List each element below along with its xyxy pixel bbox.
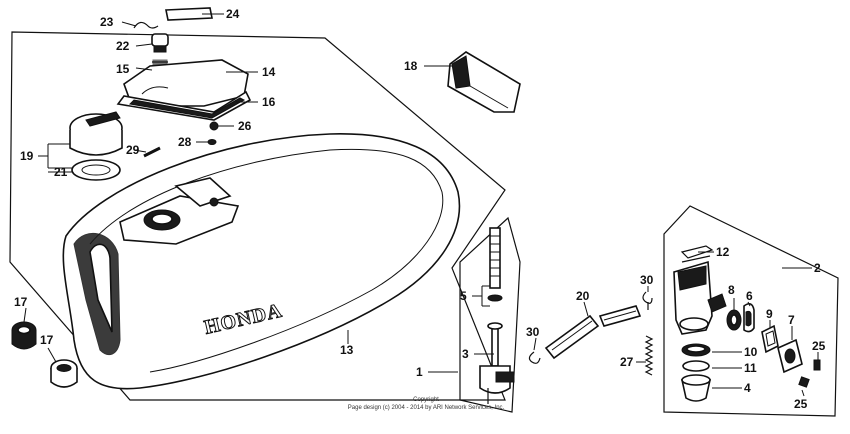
valve-group-outline <box>663 205 839 417</box>
callout-3: 3 <box>462 347 469 361</box>
part-4-fuel-cup[interactable] <box>681 374 711 402</box>
callout-15: 15 <box>116 62 130 76</box>
callout-5: 5 <box>460 289 467 303</box>
part-30-hose-clip-left[interactable] <box>528 351 541 364</box>
callout-20: 20 <box>576 289 590 303</box>
part-22-breather-cap[interactable] <box>151 33 169 53</box>
callout-10: 10 <box>744 345 758 359</box>
part-30-hose-clip-right[interactable] <box>642 291 653 310</box>
part-6-lever[interactable] <box>743 302 755 333</box>
callout-28: 28 <box>178 135 192 149</box>
part-25-screw-lower[interactable] <box>798 376 810 388</box>
callout-2: 2 <box>814 261 821 275</box>
part-21-cap-gasket[interactable] <box>71 159 121 181</box>
part-10-o-ring[interactable] <box>681 343 711 357</box>
callout-25-lower: 25 <box>794 397 808 411</box>
callout-26: 26 <box>238 119 252 133</box>
callout-7: 7 <box>788 313 795 327</box>
part-20-fuel-tube[interactable] <box>544 305 642 360</box>
part-24-label-sticker[interactable] <box>165 7 213 21</box>
callout-14: 14 <box>262 65 276 79</box>
callout-29: 29 <box>126 143 140 157</box>
callout-16: 16 <box>262 95 276 109</box>
part-7-plate[interactable] <box>777 338 803 374</box>
callout-labels: 24 23 22 15 14 16 18 26 28 29 19 21 17 1… <box>14 7 826 411</box>
part-23-clip[interactable] <box>133 21 159 29</box>
part-13-fuel-tank[interactable]: HONDA <box>62 133 461 390</box>
svg-text:Copyright: Copyright <box>413 397 439 403</box>
copyright-notice: Copyright Page design (c) 2004 - 2014 by… <box>348 397 505 411</box>
part-26-screw[interactable] <box>209 121 219 131</box>
callout-12: 12 <box>716 245 730 259</box>
part-16-gasket[interactable] <box>116 90 252 121</box>
part-8-o-ring[interactable] <box>726 309 742 331</box>
callout-18: 18 <box>404 59 418 73</box>
part-2-valve-body[interactable] <box>673 260 727 335</box>
part-29-pin[interactable] <box>143 146 161 158</box>
callout-21: 21 <box>54 165 68 179</box>
part-19-fuel-cap[interactable] <box>69 111 123 156</box>
callout-27: 27 <box>620 355 634 369</box>
part-5-filter-tube[interactable] <box>487 227 503 302</box>
callout-9: 9 <box>766 307 773 321</box>
leader-lines <box>23 13 819 397</box>
part-18-rubber-cap[interactable] <box>447 51 521 113</box>
tank-group-outline <box>9 31 506 401</box>
callout-24: 24 <box>226 7 240 21</box>
callout-11: 11 <box>744 361 757 375</box>
svg-text:Page design (c) 2004 - 2014 by: Page design (c) 2004 - 2014 by ARI Netwo… <box>348 405 505 411</box>
callout-19: 19 <box>20 149 34 163</box>
callout-25-upper: 25 <box>812 339 826 353</box>
callout-30-right: 30 <box>640 273 654 287</box>
part-27-spring[interactable] <box>644 335 654 376</box>
part-25-screw-upper[interactable] <box>813 359 821 371</box>
callout-1: 1 <box>416 365 423 379</box>
callout-30-left: 30 <box>526 325 540 339</box>
callout-17-lower: 17 <box>40 333 54 347</box>
part-3-fuel-valve[interactable] <box>479 322 515 404</box>
callout-8: 8 <box>728 283 735 297</box>
part-12-clip[interactable] <box>680 245 714 263</box>
petcock-group-outline <box>459 216 521 413</box>
part-28-washer[interactable] <box>207 139 217 145</box>
callout-17-upper: 17 <box>14 295 28 309</box>
part-17-damper-lower[interactable] <box>50 359 78 388</box>
callout-22: 22 <box>116 39 130 53</box>
callout-13: 13 <box>340 343 354 357</box>
callout-6: 6 <box>746 289 753 303</box>
callout-23: 23 <box>100 15 114 29</box>
part-9-packing[interactable] <box>761 324 779 354</box>
part-11-o-ring[interactable] <box>682 360 710 372</box>
callout-4: 4 <box>744 381 751 395</box>
part-17-damper-upper[interactable] <box>11 321 37 350</box>
